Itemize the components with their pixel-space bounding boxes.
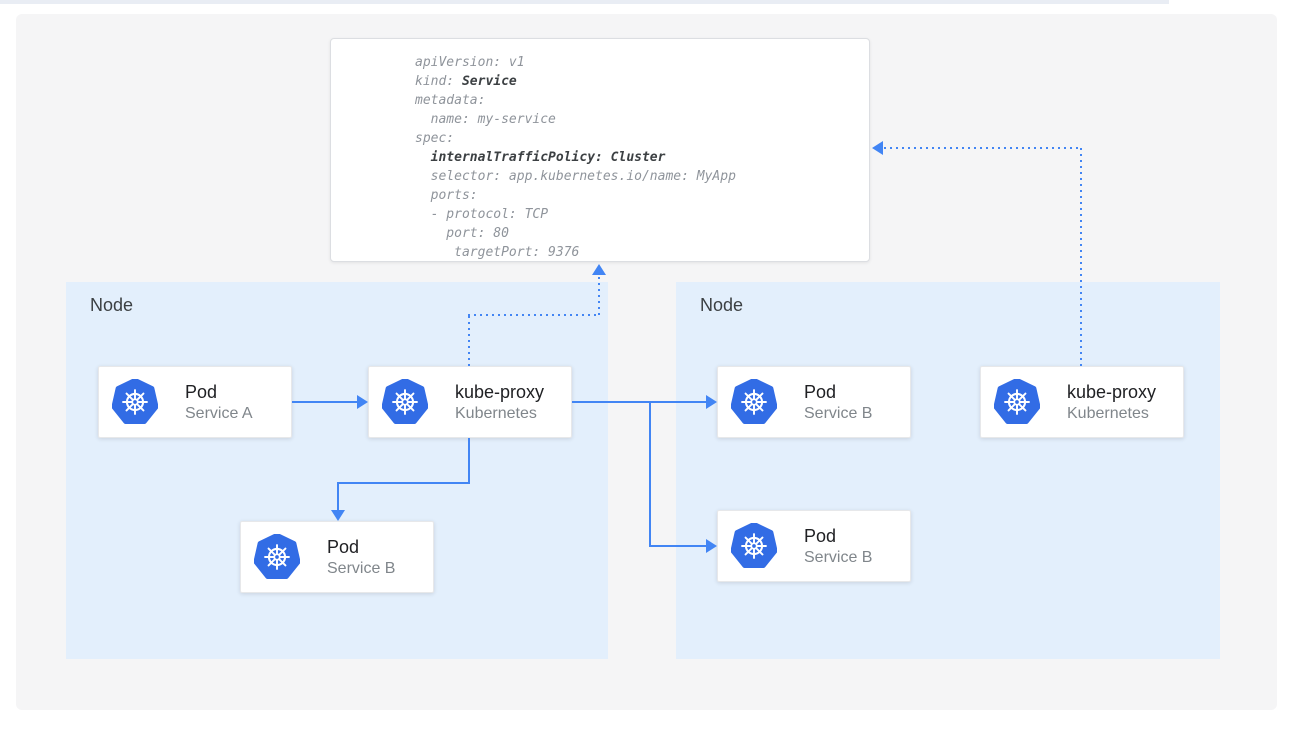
card-title: kube-proxy [455,381,545,402]
card-subtitle: Kubernetes [455,404,537,422]
card-title: Pod [804,525,837,546]
kubernetes-icon [731,523,777,569]
card-title: Pod [185,381,218,402]
kubernetes-icon [254,534,300,580]
card-title: Pod [327,536,360,557]
node-right: Node [676,282,1220,659]
card-title: Pod [804,381,837,402]
kubernetes-icon [731,379,777,425]
kubernetes-icon [994,379,1040,425]
card-pod-service-b-right-bottom: Pod Service B [717,510,911,582]
card-subtitle: Kubernetes [1067,404,1149,422]
node-right-label: Node [700,295,744,315]
card-pod-service-a: Pod Service A [98,366,292,438]
card-subtitle: Service A [185,404,253,422]
kubernetes-icon [382,379,428,425]
node-left: Node [66,282,608,659]
card-subtitle: Service B [327,559,396,577]
card-pod-service-b-right-top: Pod Service B [717,366,911,438]
card-kube-proxy-right: kube-proxy Kubernetes [980,366,1184,438]
card-title: kube-proxy [1067,381,1157,402]
card-pod-service-b-left: Pod Service B [240,521,434,593]
card-subtitle: Service B [804,548,873,566]
kubernetes-icon [112,379,158,425]
card-kube-proxy-left: kube-proxy Kubernetes [368,366,572,438]
top-accent-bar [0,0,1169,4]
node-left-label: Node [90,295,134,315]
card-subtitle: Service B [804,404,873,422]
